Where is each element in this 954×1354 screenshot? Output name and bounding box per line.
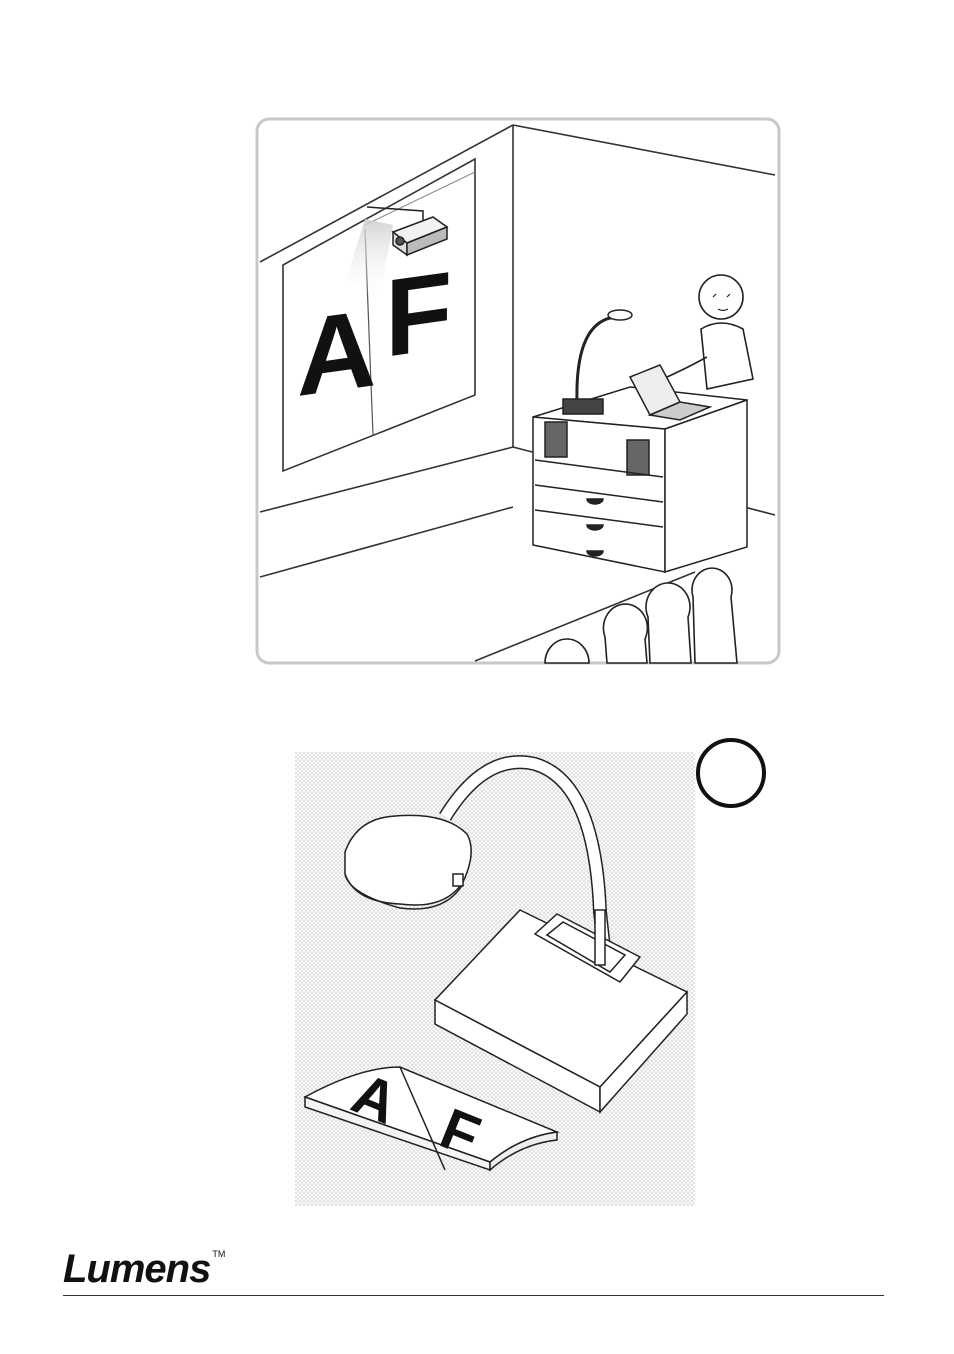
poster-letter-f: F: [385, 249, 452, 381]
footer-divider: [63, 1295, 884, 1296]
classroom-illustration: A F: [255, 117, 781, 665]
poster-letter-a: A: [297, 286, 376, 420]
trademark-mark: TM: [212, 1249, 225, 1259]
step-indicator-circle: [695, 737, 767, 809]
brand-name: Lumens: [63, 1247, 210, 1291]
document-camera-illustration: A F: [295, 752, 695, 1206]
